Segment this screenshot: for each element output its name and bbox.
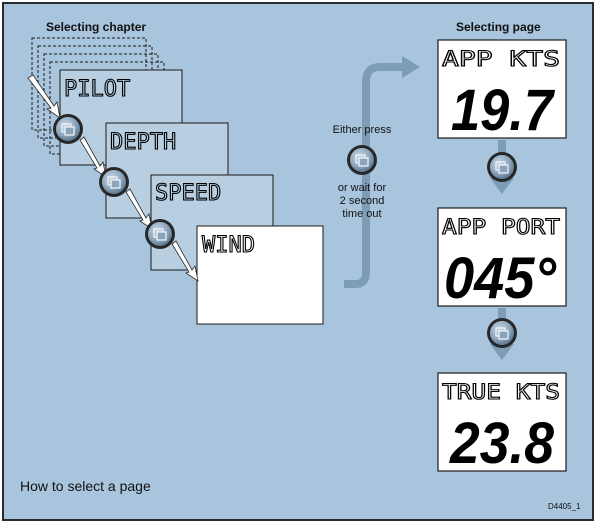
page-button-icon[interactable] <box>486 151 518 183</box>
page-button-icon[interactable] <box>144 218 176 250</box>
chapter-label-depth: DEPTH <box>110 130 176 155</box>
wait-label-line: time out <box>342 208 382 220</box>
chapter-arrows <box>27 74 199 282</box>
wait-label-line: or wait for <box>337 182 387 194</box>
page-screen-app-port: APP PORT 045° <box>437 207 567 311</box>
page-button-icon[interactable] <box>486 317 518 349</box>
page-button-icon[interactable] <box>346 144 378 176</box>
figure-code: D4405_1 <box>548 502 581 511</box>
page-screen-app-kts: APP KTS 19.7 <box>437 39 567 143</box>
page-label-true-kts: TRUE KTS <box>442 380 560 404</box>
chapter-label-wind: WIND <box>202 233 255 258</box>
page-button-icon[interactable] <box>52 113 84 145</box>
page-label-app-port: APP PORT <box>442 215 560 239</box>
page-label-app-kts: APP KTS <box>442 47 560 71</box>
page-button-icon[interactable] <box>98 166 130 198</box>
page-screen-true-kts: TRUE KTS 23.8 <box>437 372 567 476</box>
selecting-page-title: Selecting page <box>456 20 541 34</box>
either-press-label: Either press <box>332 124 392 136</box>
figure-caption: How to select a page <box>20 478 151 494</box>
page-value-true-kts: 23.8 <box>449 411 555 476</box>
wait-label-line: 2 second <box>339 195 385 207</box>
chapter-screen-wind: WIND <box>196 225 324 325</box>
chapter-label-speed: SPEED <box>155 181 221 206</box>
curved-flow-arrow <box>344 63 404 288</box>
page-value-app-kts: 19.7 <box>451 78 555 143</box>
curved-flow-arrowhead <box>402 56 420 78</box>
selecting-chapter-title: Selecting chapter <box>46 20 147 34</box>
chapter-label-pilot: PILOT <box>64 77 130 102</box>
wait-label: or wait for 2 second time out <box>322 182 402 221</box>
page-value-app-port: 045° <box>444 246 557 311</box>
